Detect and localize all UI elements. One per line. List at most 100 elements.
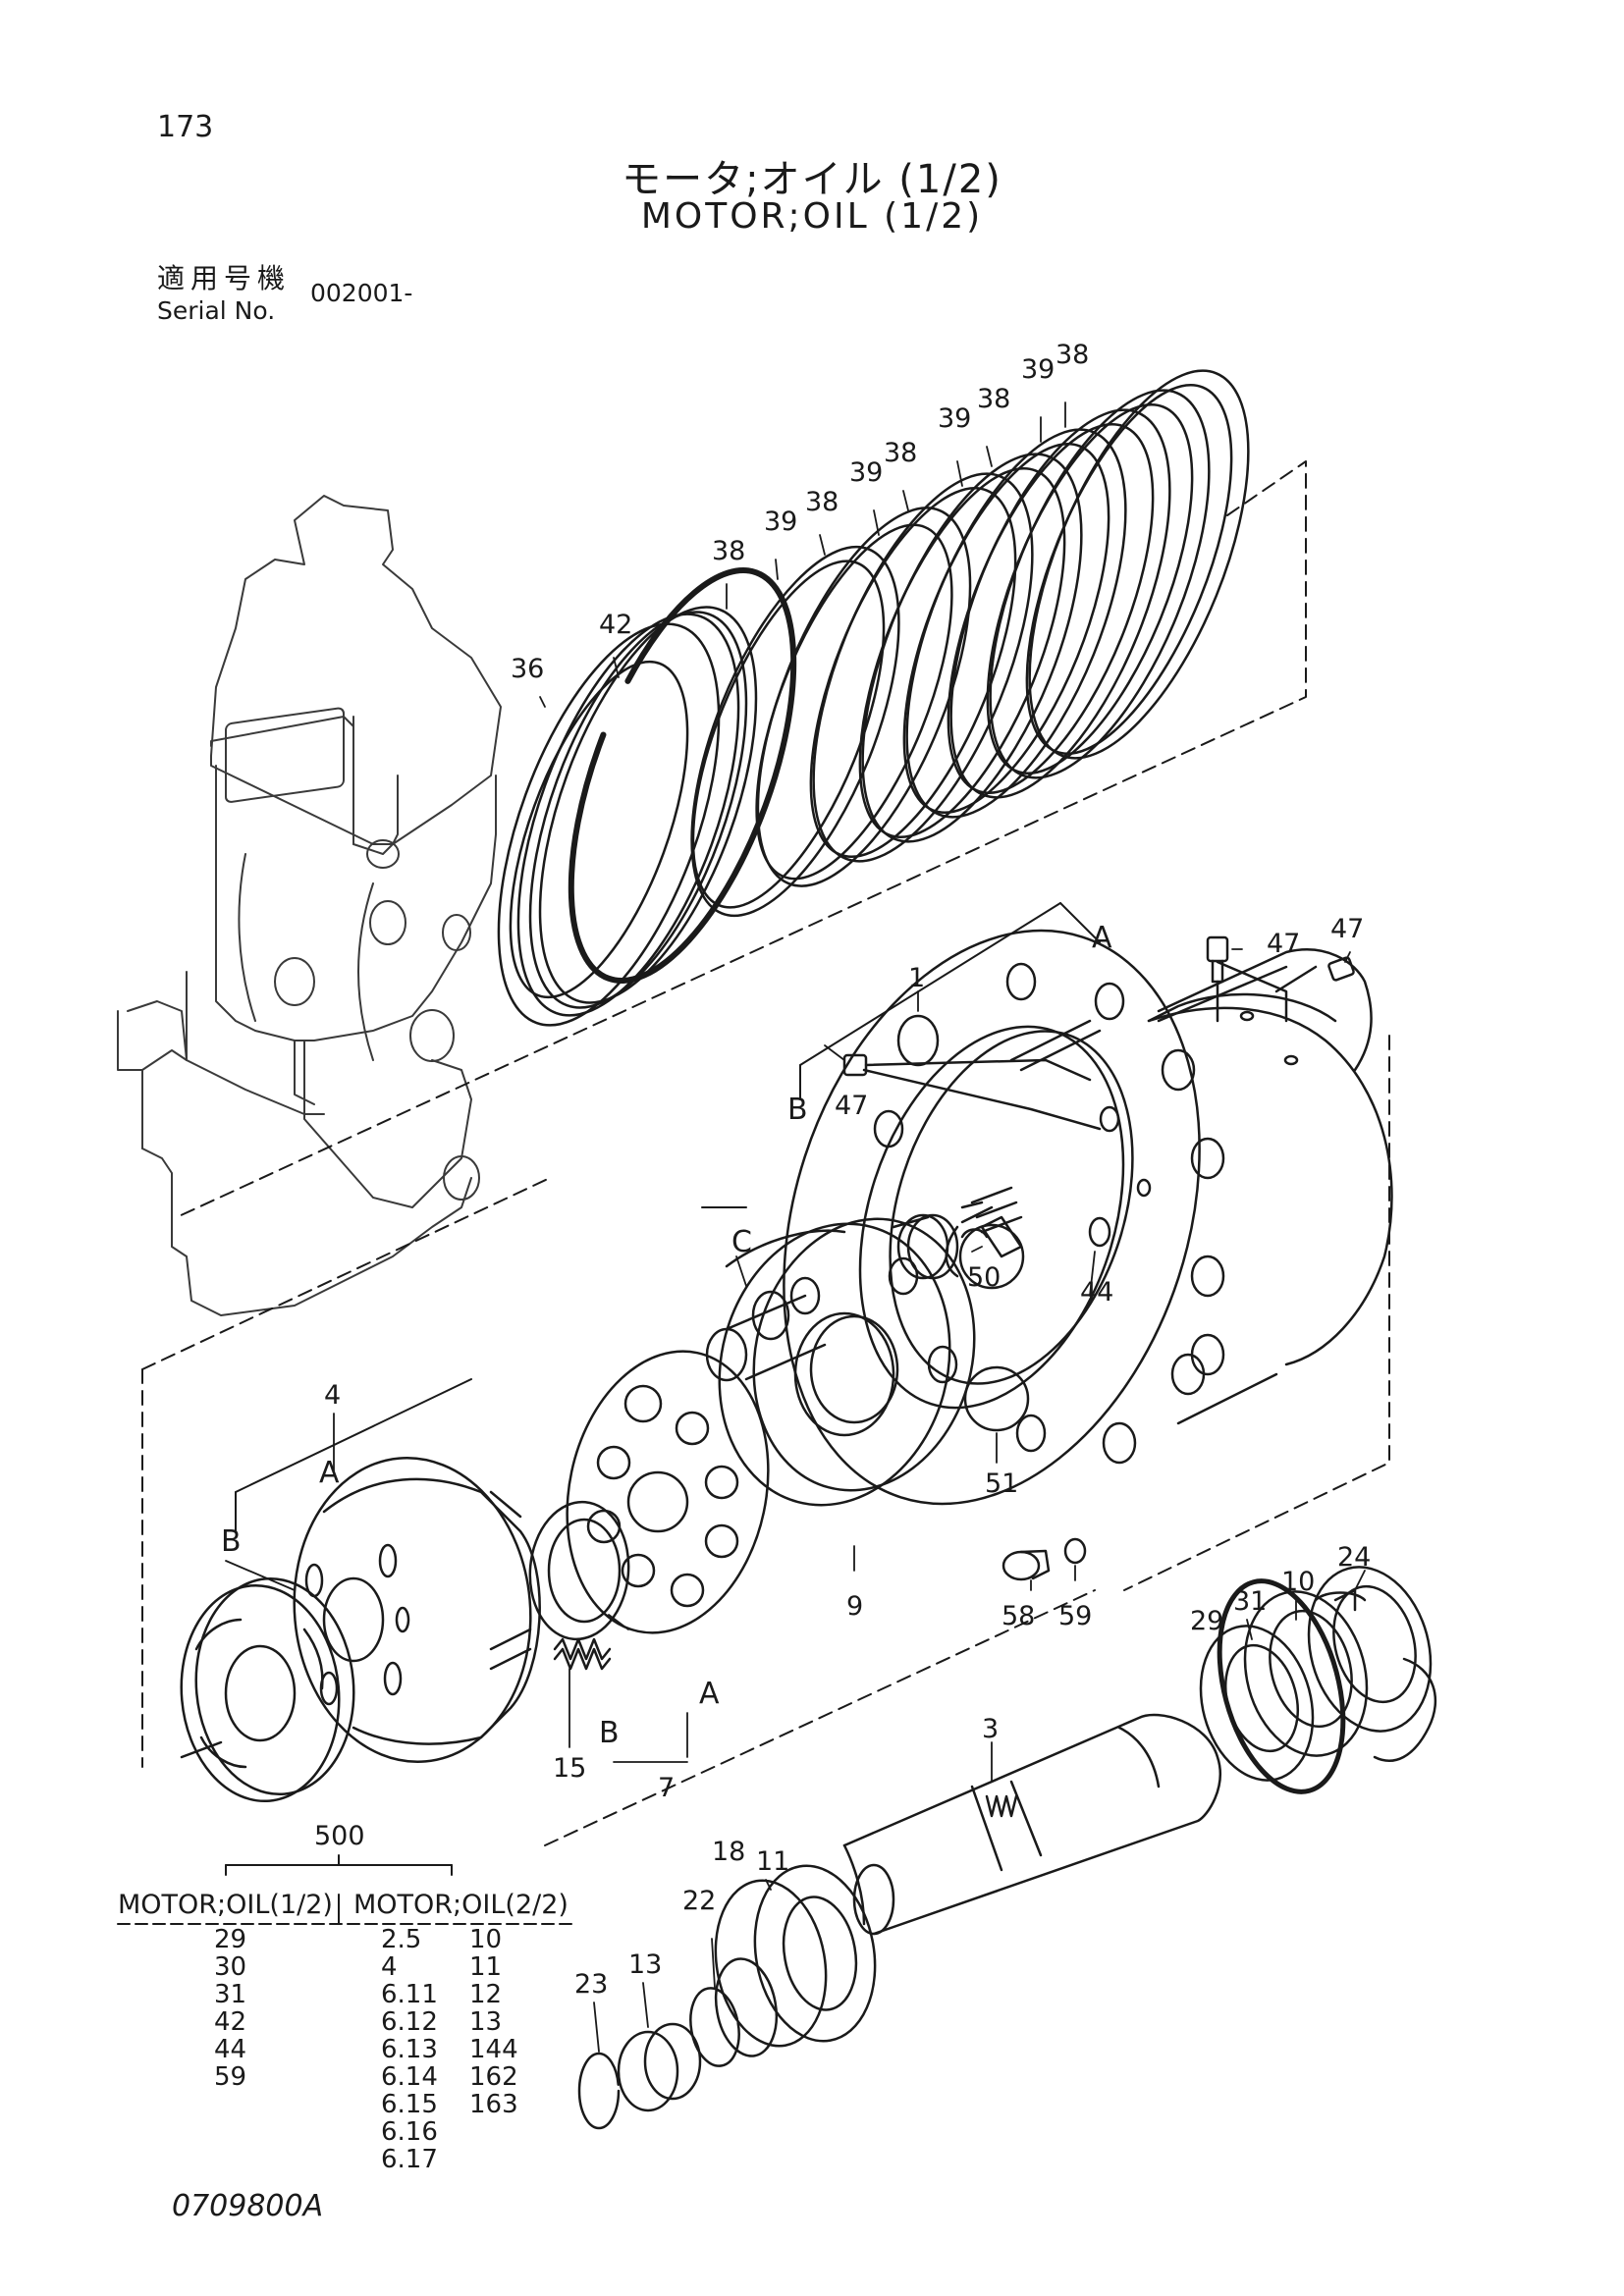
kit-item: 13	[469, 2007, 503, 2037]
callout-7: 7	[658, 1773, 675, 1803]
valve-plate	[180, 1576, 355, 1803]
drain-plug	[1001, 1537, 1087, 1581]
callout-29: 29	[1190, 1606, 1223, 1636]
kit-item: 11	[469, 1952, 503, 1982]
kit-item: 163	[469, 2090, 518, 2119]
callout-31: 31	[1233, 1586, 1267, 1617]
callout-B: B	[599, 1716, 620, 1750]
output-shaft	[842, 1713, 1221, 1936]
callout-23: 23	[574, 1969, 608, 2000]
kit-table-rules	[117, 1854, 575, 1925]
page-title-english: MOTOR;OIL (1/2)	[640, 196, 984, 237]
motor-casing	[783, 929, 1393, 1506]
callout-58: 58	[1001, 1601, 1035, 1631]
seal-set	[1199, 1566, 1437, 1782]
kit-column-2: 2.5 4 6.11 6.12 6.13 6.14 6.15 6.16 6.17	[381, 1926, 438, 2173]
kit-item: 12	[469, 1980, 503, 2009]
brake-piston	[497, 606, 758, 1027]
spherical-bushing	[528, 1500, 630, 1641]
kit-column-3: 10 11 12 13 144 162 163	[469, 1926, 518, 2118]
callout-47: 47	[1267, 929, 1300, 959]
spring	[553, 1637, 612, 1671]
kit-item: 6.16	[381, 2117, 438, 2147]
cylinder-block	[293, 1456, 541, 1764]
friction-plate-stack	[690, 369, 1250, 918]
callout-13: 13	[628, 1949, 662, 1980]
page-title-japanese: モータ;オイル (1/2)	[622, 157, 1002, 202]
motor-assembly-bracket	[141, 1035, 1390, 1846]
kit-item: 6.17	[381, 2145, 438, 2174]
callout-38: 38	[1056, 340, 1089, 370]
callout-18: 18	[712, 1837, 745, 1867]
retainer-plate	[566, 1350, 770, 1634]
o-ring	[1217, 1578, 1346, 1794]
callout-59: 59	[1058, 1601, 1092, 1631]
callout-24: 24	[1337, 1542, 1371, 1573]
kit-item: 31	[214, 1980, 247, 2009]
kit-item: 10	[469, 1925, 503, 1954]
kit-item: 144	[469, 2035, 518, 2064]
serial-number-range: 002001-	[310, 279, 413, 307]
valve-housing-block	[117, 495, 502, 1316]
callout-39: 39	[849, 457, 883, 488]
callout-47: 47	[1330, 914, 1364, 944]
serial-label-japanese: 適用号機	[157, 262, 292, 294]
snap-ring	[568, 566, 797, 985]
kit-column-header-2: MOTOR;OIL(2/2)	[353, 1890, 568, 1920]
leader-lines	[225, 401, 1366, 2053]
steel-ball	[963, 1365, 1030, 1432]
callout-B: B	[787, 1093, 808, 1127]
callout-38: 38	[977, 384, 1010, 414]
callout-38: 38	[712, 536, 745, 566]
kit-number: 500	[314, 1821, 365, 1851]
kit-item: 44	[214, 2035, 247, 2064]
callout-10: 10	[1281, 1567, 1315, 1597]
callout-labels: 38 39 38 39 38 39 38 39 38 42 36 47 47 4…	[221, 340, 1371, 2000]
kit-column-header-1: MOTOR;OIL(1/2)	[118, 1890, 333, 1920]
serial-label-english: Serial No.	[157, 296, 276, 325]
callout-A: A	[699, 1677, 720, 1711]
callout-47: 47	[835, 1091, 868, 1121]
callout-15: 15	[553, 1753, 586, 1784]
callout-38: 38	[805, 487, 839, 517]
friction-stack-bracket	[176, 460, 1307, 1218]
callout-36: 36	[511, 654, 544, 684]
kit-item: 2.5	[381, 1925, 422, 1954]
swash-plate	[718, 1217, 976, 1507]
drawing-code: 0709800A	[172, 2189, 324, 2223]
callout-1: 1	[908, 963, 925, 993]
callout-42: 42	[599, 610, 632, 640]
plug-parts	[842, 935, 1355, 1131]
kit-item: 30	[214, 1952, 247, 1982]
kit-item: 162	[469, 2062, 518, 2092]
callout-39: 39	[938, 403, 971, 434]
callout-22: 22	[682, 1886, 716, 1916]
kit-item: 42	[214, 2007, 247, 2037]
callout-B: B	[221, 1524, 242, 1559]
callout-51: 51	[985, 1468, 1018, 1499]
kit-item: 6.15	[381, 2090, 438, 2119]
callout-38: 38	[884, 438, 917, 468]
callout-4: 4	[324, 1380, 341, 1411]
callout-3: 3	[982, 1714, 999, 1744]
kit-item: 6.13	[381, 2035, 438, 2064]
kit-item: 4	[381, 1952, 398, 1982]
callout-9: 9	[846, 1591, 863, 1622]
callout-39: 39	[764, 507, 797, 537]
callout-39: 39	[1021, 354, 1055, 385]
kit-item: 6.12	[381, 2007, 438, 2037]
callout-A: A	[1092, 921, 1112, 955]
callout-44: 44	[1080, 1277, 1113, 1308]
bearing-set	[577, 1864, 877, 2130]
kit-item: 6.11	[381, 1980, 438, 2009]
kit-item: 59	[214, 2062, 247, 2092]
callout-A: A	[319, 1456, 340, 1490]
kit-item: 6.14	[381, 2062, 438, 2092]
callout-C: C	[731, 1225, 752, 1259]
spring-and-ball	[892, 1186, 1111, 1290]
kit-item: 29	[214, 1925, 247, 1954]
callout-11: 11	[756, 1846, 789, 1877]
reference-brackets	[235, 902, 1101, 1532]
callout-50: 50	[967, 1262, 1001, 1293]
